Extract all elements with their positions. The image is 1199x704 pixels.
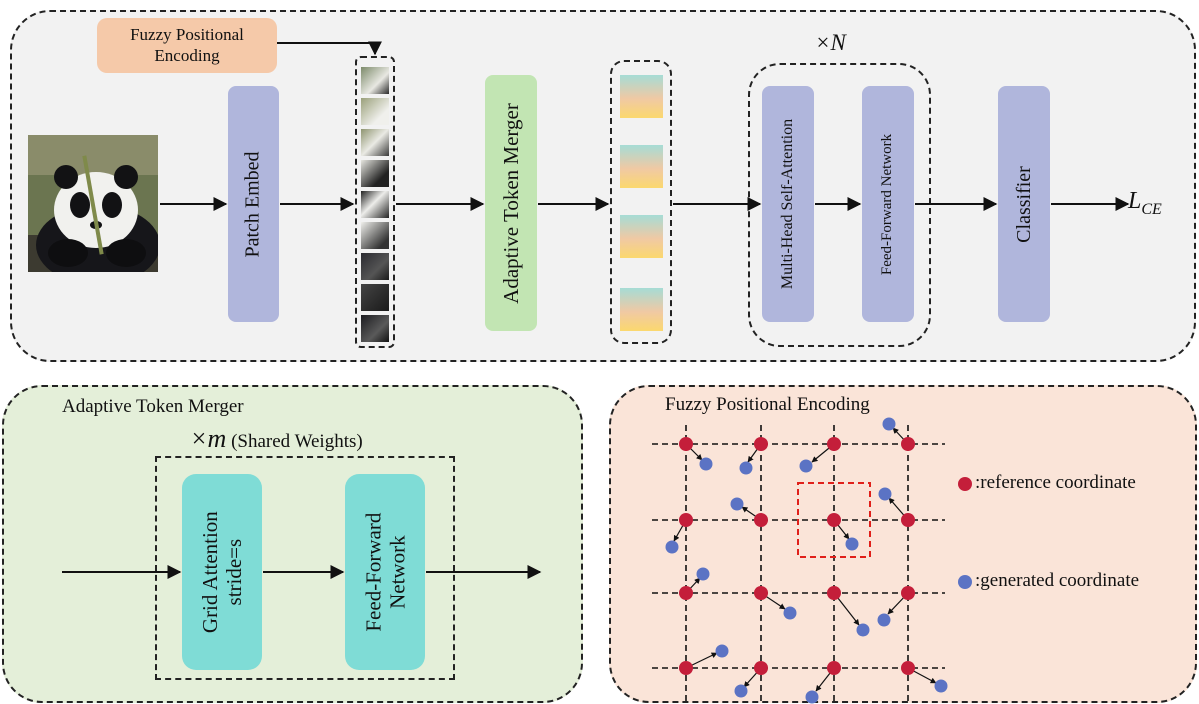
highlight-cell <box>797 482 871 558</box>
fpe-label-text: Fuzzy Positional Encoding <box>130 25 244 65</box>
panda-photo <box>28 135 158 272</box>
adaptive-token-merger-block: Adaptive Token Merger <box>485 75 537 331</box>
loss-subscript: CE <box>1141 200 1162 218</box>
patch-embed-block: Patch Embed <box>228 86 279 322</box>
grid-attention-block: Grid Attention stride=s <box>182 474 262 670</box>
gradient-token <box>620 288 663 331</box>
gradient-token <box>620 75 663 118</box>
token-patch-thumbnails <box>361 67 389 343</box>
atm-detail-panel <box>2 385 583 703</box>
patch-tokens-group <box>355 56 395 348</box>
merged-tokens-group <box>610 60 672 344</box>
ffn-block: Feed-Forward Network <box>862 86 914 322</box>
shared-weights-group <box>155 456 455 680</box>
fpe-label-box: Fuzzy Positional Encoding <box>97 18 277 73</box>
atm-panel-title: Adaptive Token Merger <box>62 396 244 417</box>
classifier-block: Classifier <box>998 86 1050 322</box>
gradient-token <box>620 215 663 258</box>
generated-points <box>665 417 948 704</box>
loss-label: LCE <box>1128 188 1162 219</box>
atm-ffn-block: Feed-Forward Network <box>345 474 425 670</box>
red-dot-icon <box>958 476 972 491</box>
atm-repeat-symbol: ×m <box>190 424 227 453</box>
blue-dot-icon <box>958 574 972 589</box>
reference-points <box>679 437 915 675</box>
legend-reference-text: :reference coordinate <box>975 472 1136 493</box>
legend-reference: :reference coordinate <box>958 472 1136 494</box>
atm-repeat-label: ×m (Shared Weights) <box>190 424 363 454</box>
fpe-grid <box>652 425 945 702</box>
mhsa-block: Multi-Head Self-Attention <box>762 86 814 322</box>
gradient-token <box>620 145 663 188</box>
legend-generated-text: :generated coordinate <box>975 570 1140 591</box>
legend-generated: :generated coordinate <box>958 570 1139 592</box>
arrow-fpe-to-tokens <box>277 41 382 56</box>
loss-symbol: L <box>1128 188 1142 214</box>
repeat-n-label: ×N <box>815 30 846 55</box>
fpe-panel-title: Fuzzy Positional Encoding <box>665 394 870 415</box>
atm-repeat-note: (Shared Weights) <box>231 431 363 452</box>
